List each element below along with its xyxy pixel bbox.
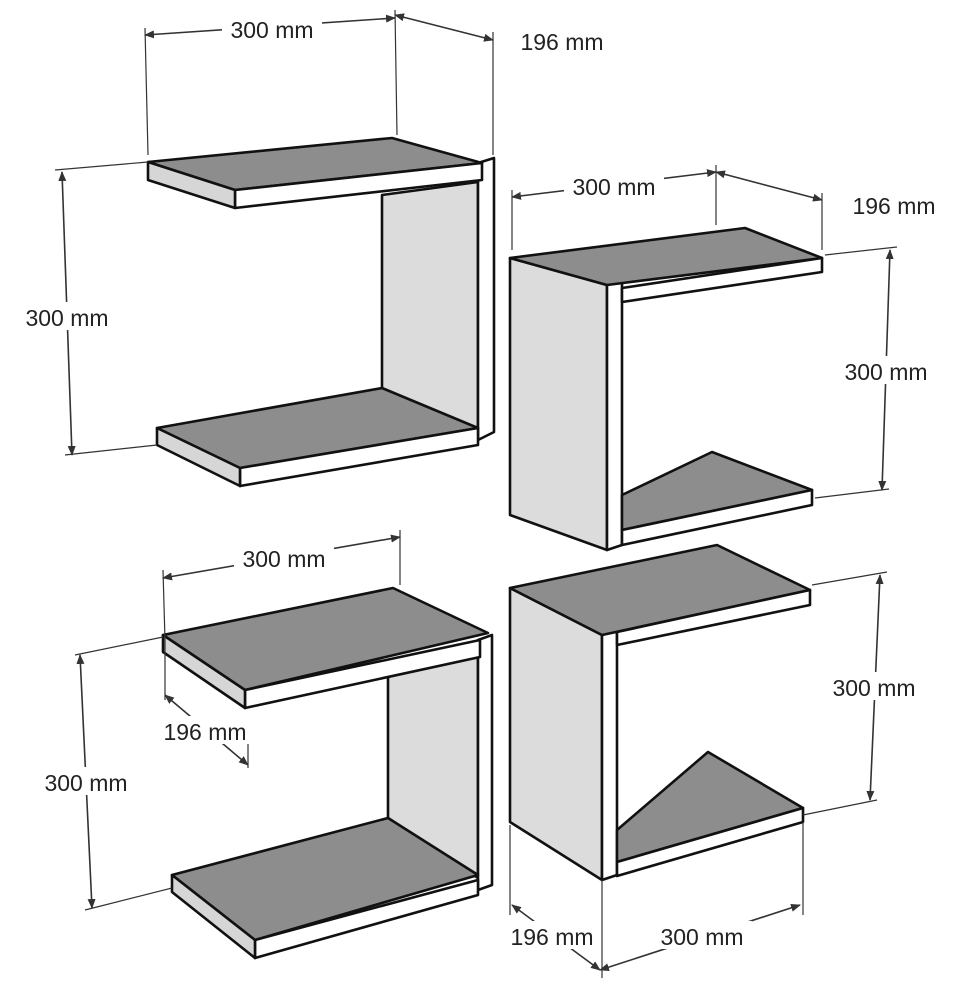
dimension-10: 300 mm	[802, 571, 924, 816]
dimension-label: 300 mm	[44, 770, 127, 796]
panel-front-edge	[605, 280, 624, 552]
dimension-label: 196 mm	[852, 193, 935, 219]
extension-line	[162, 569, 166, 641]
panel-side-face	[508, 586, 604, 882]
label-background	[234, 543, 334, 571]
extension-line	[394, 9, 398, 136]
dimension-label: 300 mm	[844, 359, 927, 385]
dimension-2: 196 mm	[394, 13, 612, 155]
label-background	[155, 716, 255, 744]
top-board-front	[620, 256, 824, 304]
bottom-board-front	[620, 488, 814, 547]
dimension-4: 300 mm	[511, 165, 717, 250]
top-board-front	[615, 588, 812, 647]
bottom-board-side	[155, 426, 242, 488]
dimension-9: 300 mm	[36, 636, 173, 911]
label-background	[824, 672, 924, 700]
dimension-label: 300 mm	[832, 675, 915, 701]
dimension-label: 300 mm	[572, 174, 655, 200]
extension-line	[74, 636, 164, 656]
dimension-arrow	[715, 170, 823, 202]
dimension-5: 196 mm	[715, 170, 944, 250]
extension-line	[811, 571, 888, 586]
extension-line	[144, 27, 149, 156]
dimension-label: 196 mm	[510, 924, 593, 950]
extension-line	[802, 799, 878, 816]
extension-line	[64, 444, 158, 456]
dimension-label: 300 mm	[25, 305, 108, 331]
extension-line	[824, 246, 898, 256]
dimension-label: 300 mm	[660, 924, 743, 950]
extension-line	[814, 488, 890, 499]
label-background	[36, 767, 136, 795]
dimension-6: 300 mm	[814, 246, 936, 499]
label-background	[222, 14, 322, 42]
panel-front-edge	[600, 628, 619, 882]
dimension-arrow	[394, 13, 494, 42]
panel-front-edge	[476, 156, 496, 442]
label-background	[564, 171, 664, 199]
shelf-top-left	[146, 136, 496, 488]
shelf-top-right	[508, 226, 824, 552]
bottom-board-side	[170, 873, 257, 960]
dimension-3: 300 mm	[17, 161, 158, 456]
shelf-bottom-left	[161, 586, 494, 960]
panel-side-face	[508, 256, 609, 552]
dimension-7: 300 mm	[162, 530, 401, 641]
shelf-bottom-right	[508, 543, 812, 882]
label-background	[652, 921, 752, 949]
dimension-1: 300 mm	[144, 9, 398, 156]
dimension-label: 300 mm	[242, 546, 325, 572]
label-background	[512, 26, 612, 54]
dimension-label: 300 mm	[230, 17, 313, 43]
top-board-side	[146, 160, 237, 210]
dimension-8: 196 mm	[155, 640, 255, 768]
label-background	[836, 356, 936, 384]
dimension-12: 300 mm	[599, 822, 804, 978]
label-background	[17, 302, 117, 330]
extension-line	[84, 887, 173, 911]
panel-front-edge	[476, 633, 494, 892]
dimension-label: 196 mm	[163, 719, 246, 745]
dimension-label: 196 mm	[520, 29, 603, 55]
label-background	[502, 921, 602, 949]
label-background	[844, 190, 944, 218]
dimension-11: 196 mm	[502, 825, 602, 971]
extension-line	[54, 161, 149, 171]
